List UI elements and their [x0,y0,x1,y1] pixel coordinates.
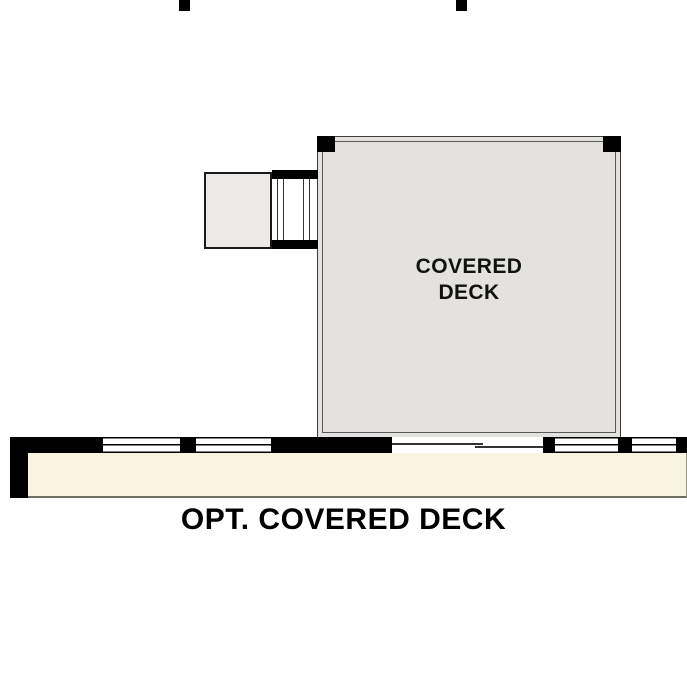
sliding-door-symbol [392,437,543,453]
wall-segment [271,437,392,453]
wall-segment [618,437,632,453]
deck-post-top-left [317,136,335,152]
wall-segment [676,437,687,453]
wall-segment [543,437,555,453]
deck-label-line1: COVERED [415,255,523,278]
window-symbol [196,437,271,453]
deck-inner-outline [322,141,616,433]
wall-segment [180,437,196,453]
deck-label-line2: DECK [438,281,500,304]
interior-band [28,453,687,498]
covered-deck-area [317,136,621,438]
window-symbol [632,437,676,453]
deck-post-top-right [603,136,621,152]
cropped-wall-mark-left [179,0,190,11]
wall-segment [10,437,103,453]
chase-wall-line-right [303,179,310,240]
chase-wall-cap-top [272,170,318,179]
fireplace-bumpout [204,172,272,249]
plan-title: OPT. COVERED DECK [180,503,507,536]
sliding-door-panel [392,443,483,445]
chase-wall-line-left [277,179,284,240]
window-symbol [555,437,618,453]
chase-wall-cap-bottom [272,240,318,249]
deck-label: COVERED DECK [317,254,621,306]
window-symbol [103,437,180,453]
sliding-door-panel [475,446,543,448]
cropped-wall-mark-right [456,0,467,11]
